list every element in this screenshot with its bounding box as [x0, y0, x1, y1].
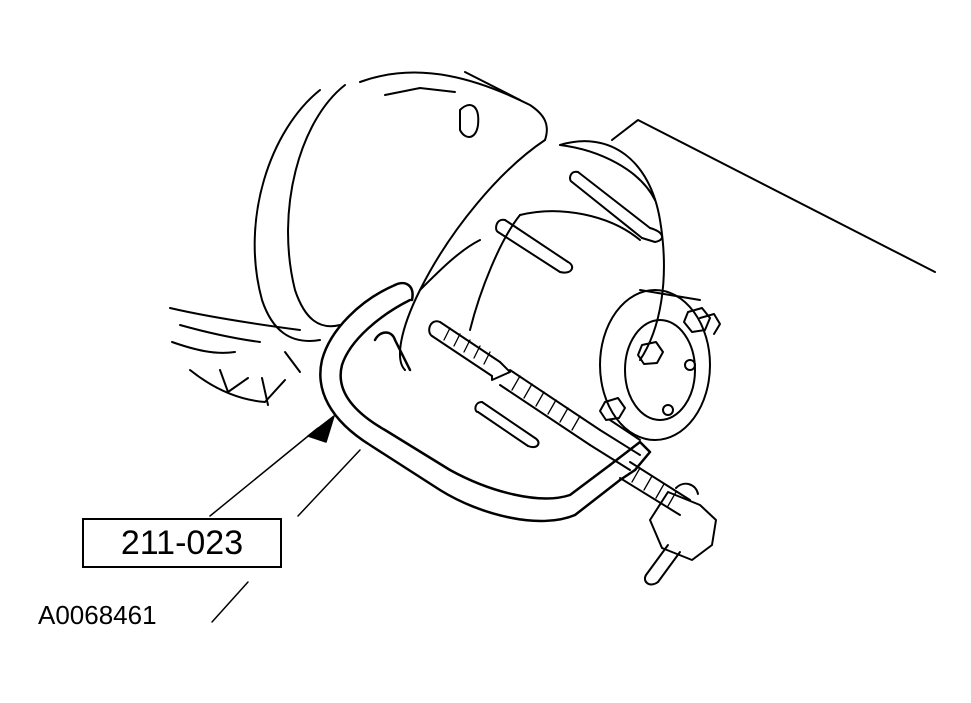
steering-knuckle — [169, 307, 301, 406]
frame-lines — [611, 119, 936, 273]
hub-bolts — [599, 307, 721, 421]
forcing-screw — [428, 320, 691, 516]
hub-flange — [399, 139, 711, 441]
puller-frame — [319, 281, 652, 523]
figure-id-label: A0068461 — [38, 600, 157, 630]
wheel-studs — [474, 170, 663, 448]
brake-drum — [253, 71, 548, 342]
callout-arrowhead — [307, 415, 335, 443]
t-handle — [644, 482, 717, 586]
leader-lines — [209, 415, 361, 623]
tool-number-callout: 211-023 — [82, 518, 282, 568]
tool-number-label: 211-023 — [120, 523, 244, 562]
